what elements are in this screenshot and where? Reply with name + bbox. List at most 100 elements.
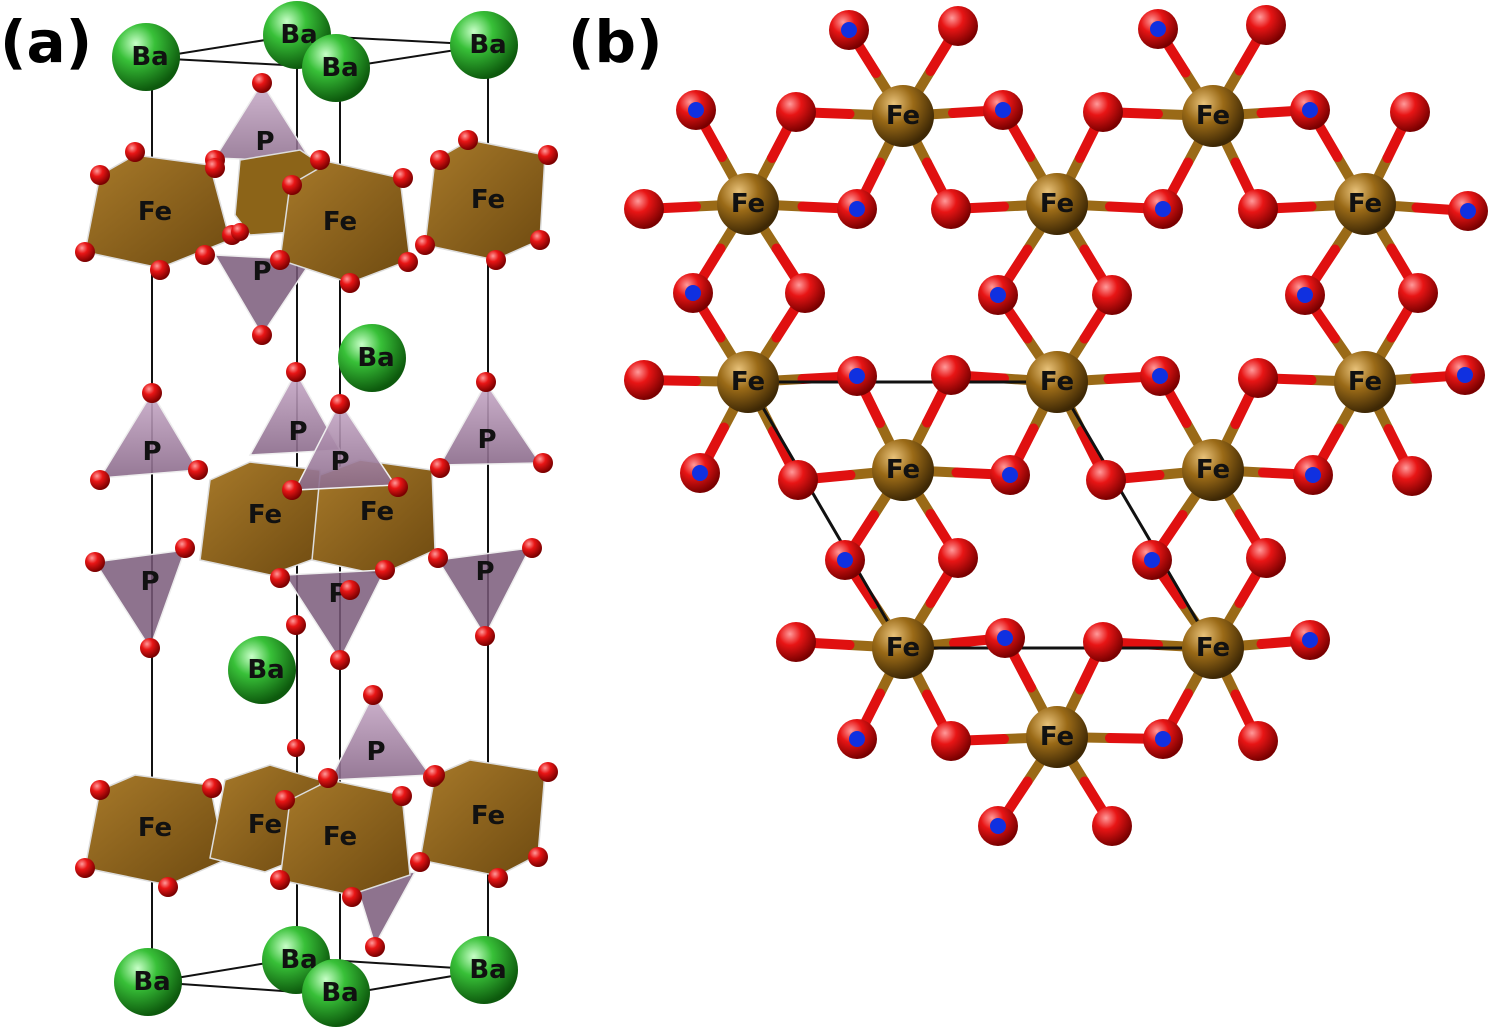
tetrahedra-middle-lower: P P P bbox=[93, 547, 532, 662]
atom-o bbox=[1086, 460, 1126, 500]
oxygen-atoms-b bbox=[624, 5, 1488, 846]
spin-marker bbox=[692, 465, 708, 481]
svg-text:Ba: Ba bbox=[133, 967, 170, 997]
spin-marker bbox=[1457, 367, 1473, 383]
atom-o bbox=[624, 360, 664, 400]
barium-atoms-a: Ba Ba Ba Ba Ba Ba bbox=[112, 1, 518, 1027]
atom-fe: Fe bbox=[1026, 351, 1088, 413]
atom-fe: Fe bbox=[872, 85, 934, 147]
atom-o bbox=[931, 355, 971, 395]
atom-o bbox=[1238, 721, 1278, 761]
atom-label-fe: Fe bbox=[886, 633, 920, 663]
atom-ba: Ba bbox=[114, 948, 182, 1016]
octahedron-fe-center: Fe bbox=[279, 779, 411, 896]
atom-label-fe: Fe bbox=[471, 801, 505, 831]
atom-o bbox=[785, 273, 825, 313]
atom-label-fe: Fe bbox=[323, 207, 357, 237]
atom-fe: Fe bbox=[872, 617, 934, 679]
atom-fe: Fe bbox=[1182, 617, 1244, 679]
atom-label-fe: Fe bbox=[1348, 367, 1382, 397]
atom-fe: Fe bbox=[1182, 85, 1244, 147]
atom-o bbox=[1092, 275, 1132, 315]
atom-o bbox=[931, 721, 971, 761]
atom-label-p: P bbox=[288, 417, 307, 447]
spin-marker bbox=[1144, 552, 1160, 568]
octahedron-fe: Fe bbox=[84, 774, 226, 886]
tetrahedron-p: P bbox=[93, 549, 187, 650]
atom-o bbox=[938, 6, 978, 46]
tetrahedron-p: P bbox=[98, 391, 200, 479]
atom-label-fe: Fe bbox=[1040, 722, 1074, 752]
spin-marker bbox=[837, 552, 853, 568]
octahedron-fe-center: Fe bbox=[279, 161, 411, 284]
atom-label-p: P bbox=[475, 557, 494, 587]
fe-o-bonds bbox=[639, 20, 1473, 831]
atom-label-p: P bbox=[255, 127, 274, 157]
atom-o bbox=[1246, 5, 1286, 45]
atom-fe: Fe bbox=[1026, 706, 1088, 768]
atom-fe: Fe bbox=[717, 351, 779, 413]
atom-ba: Ba bbox=[228, 636, 296, 704]
octahedra-lower-layer: Fe Fe Fe Fe bbox=[84, 759, 546, 947]
atom-fe: Fe bbox=[1334, 351, 1396, 413]
svg-text:Ba: Ba bbox=[357, 343, 394, 373]
spin-marker bbox=[990, 818, 1006, 834]
panel-b-label: (b) bbox=[568, 8, 663, 76]
atom-label-fe: Fe bbox=[1196, 101, 1230, 131]
atom-ba: Ba bbox=[302, 34, 370, 102]
atom-fe: Fe bbox=[872, 439, 934, 501]
atom-ba: Ba bbox=[338, 324, 406, 392]
svg-text:Ba: Ba bbox=[321, 53, 358, 83]
atom-label-p: P bbox=[330, 447, 349, 477]
spin-marker bbox=[1305, 467, 1321, 483]
atom-fe: Fe bbox=[1026, 173, 1088, 235]
atom-label-p: P bbox=[140, 567, 159, 597]
spin-marker bbox=[1155, 731, 1171, 747]
atom-o bbox=[624, 189, 664, 229]
atom-label-fe: Fe bbox=[248, 810, 282, 840]
atom-label-fe: Fe bbox=[1196, 633, 1230, 663]
atom-o bbox=[1238, 189, 1278, 229]
atom-o bbox=[1392, 456, 1432, 496]
atom-label-fe: Fe bbox=[360, 497, 394, 527]
spin-marker bbox=[1150, 21, 1166, 37]
atom-label-fe: Fe bbox=[1196, 455, 1230, 485]
atom-label-p: P bbox=[252, 257, 271, 287]
panel-a-label: (a) bbox=[0, 8, 92, 76]
atom-label-fe: Fe bbox=[1040, 189, 1074, 219]
atom-label-fe: Fe bbox=[471, 185, 505, 215]
atom-fe: Fe bbox=[1182, 439, 1244, 501]
atom-o bbox=[1083, 622, 1123, 662]
tetrahedra-middle-upper: P P P bbox=[98, 370, 542, 479]
atom-o bbox=[1092, 806, 1132, 846]
svg-text:Ba: Ba bbox=[469, 30, 506, 60]
atom-fe: Fe bbox=[717, 173, 779, 235]
atom-o bbox=[1398, 273, 1438, 313]
spin-marker bbox=[841, 22, 857, 38]
atom-ba: Ba bbox=[302, 959, 370, 1027]
atom-label-fe: Fe bbox=[323, 822, 357, 852]
spin-marker bbox=[1302, 102, 1318, 118]
atom-o bbox=[776, 622, 816, 662]
atom-o bbox=[1238, 358, 1278, 398]
spin-marker bbox=[997, 630, 1013, 646]
spin-marker bbox=[1302, 632, 1318, 648]
spin-marker bbox=[995, 102, 1011, 118]
atom-ba: Ba bbox=[112, 23, 180, 91]
atom-ba: Ba bbox=[450, 936, 518, 1004]
atom-label-fe: Fe bbox=[886, 455, 920, 485]
atom-label-fe: Fe bbox=[248, 500, 282, 530]
atom-o bbox=[1246, 538, 1286, 578]
tetrahedron-p-front: P bbox=[293, 400, 397, 491]
tetrahedron-p: P bbox=[436, 547, 532, 638]
svg-text:Ba: Ba bbox=[321, 978, 358, 1008]
spin-marker bbox=[1152, 368, 1168, 384]
atom-label-fe: Fe bbox=[731, 189, 765, 219]
atom-o bbox=[778, 460, 818, 500]
atom-o bbox=[931, 189, 971, 229]
atom-label-fe: Fe bbox=[138, 813, 172, 843]
spin-marker bbox=[849, 201, 865, 217]
atom-label-fe: Fe bbox=[1040, 367, 1074, 397]
svg-text:Ba: Ba bbox=[247, 655, 284, 685]
